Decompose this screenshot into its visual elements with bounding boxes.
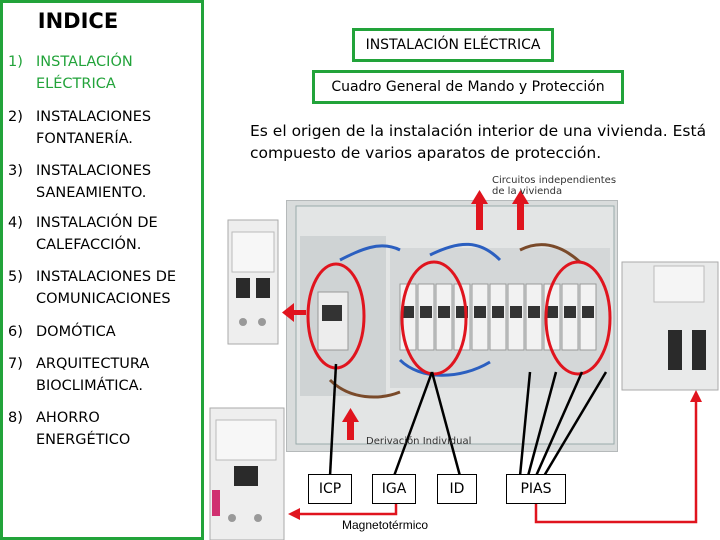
index-item-label: INSTALACIONES [36, 163, 152, 179]
index-title: INDICE [37, 9, 119, 33]
breaker-device-topleft [227, 219, 279, 345]
circuits-label: Circuitos independientes de la vivienda [492, 175, 617, 197]
intro-text: Es el origen de la instalación interior … [250, 122, 707, 162]
index-item-label-cont: ELÉCTRICA [36, 76, 116, 92]
index-item-label-cont: SANEAMIENTO. [36, 185, 147, 201]
index-item-label: INSTALACIONES [36, 109, 152, 125]
index-item-label-cont: ENERGÉTICO [36, 432, 131, 448]
index-item-label: DOMÓTICA [36, 324, 116, 340]
index-sidebar: INDICE 1) INSTALACIÓN ELÉCTRICA 2) INSTALA… [0, 0, 204, 540]
index-item-label: INSTALACIONES DE [36, 269, 177, 285]
label-magnetotermico: Magnetotérmico [342, 518, 429, 532]
index-item-label-cont: CALEFACCIÓN. [36, 237, 142, 253]
index-item-number: 5) [8, 269, 23, 285]
label-pias: PIAS [506, 474, 566, 504]
index-item-number: 3) [8, 163, 23, 179]
index-item-label: AHORRO [36, 410, 100, 426]
breaker-device-bottomleft [209, 407, 285, 540]
index-item-number: 2) [8, 109, 23, 125]
panel-interior [295, 205, 615, 445]
index-item-domotica[interactable]: 6) DOMÓTICA [8, 321, 116, 343]
label-iga: IGA [372, 474, 416, 504]
index-item-label: INSTALACIÓN DE [36, 215, 158, 231]
breaker-device-right [621, 261, 719, 391]
index-item-number: 8) [8, 410, 23, 426]
index-item-ahorro[interactable]: 8) AHORRO ENERGÉTICO [8, 407, 130, 451]
label-id: ID [437, 474, 477, 504]
subtitle: Cuadro General de Mando y Protección [312, 70, 624, 104]
highlight-ellipses [306, 260, 612, 376]
index-item-label-cont: COMUNICACIONES [36, 291, 171, 307]
index-item-electrica[interactable]: 1) INSTALACIÓN ELÉCTRICA [8, 51, 133, 95]
index-item-fontaneria[interactable]: 2) INSTALACIONES FONTANERÍA. [8, 106, 151, 150]
index-item-arquitectura[interactable]: 7) ARQUITECTURA BIOCLIMÁTICA. [8, 353, 149, 397]
pointer-lines [328, 363, 608, 477]
index-item-saneamiento[interactable]: 3) INSTALACIONES SANEAMIENTO. [8, 160, 151, 204]
derivation-label: Derivación Individual [366, 436, 472, 447]
index-item-comunicaciones[interactable]: 5) INSTALACIONES DE COMUNICACIONES [8, 266, 176, 310]
label-icp: ICP [308, 474, 352, 504]
red-arrows [282, 190, 529, 440]
index-item-number: 1) [8, 54, 23, 70]
index-item-label-cont: BIOCLIMÁTICA. [36, 378, 143, 394]
index-item-label: INSTALACIÓN [36, 54, 133, 70]
index-item-number: 6) [8, 324, 23, 340]
index-item-number: 4) [8, 215, 23, 231]
index-item-label-cont: FONTANERÍA. [36, 131, 133, 147]
section-title: INSTALACIÓN ELÉCTRICA [352, 28, 554, 62]
index-item-number: 7) [8, 356, 23, 372]
index-item-label: ARQUITECTURA [36, 356, 150, 372]
index-item-calefaccion[interactable]: 4) INSTALACIÓN DE CALEFACCIÓN. [8, 212, 158, 256]
red-connectors [298, 396, 698, 524]
